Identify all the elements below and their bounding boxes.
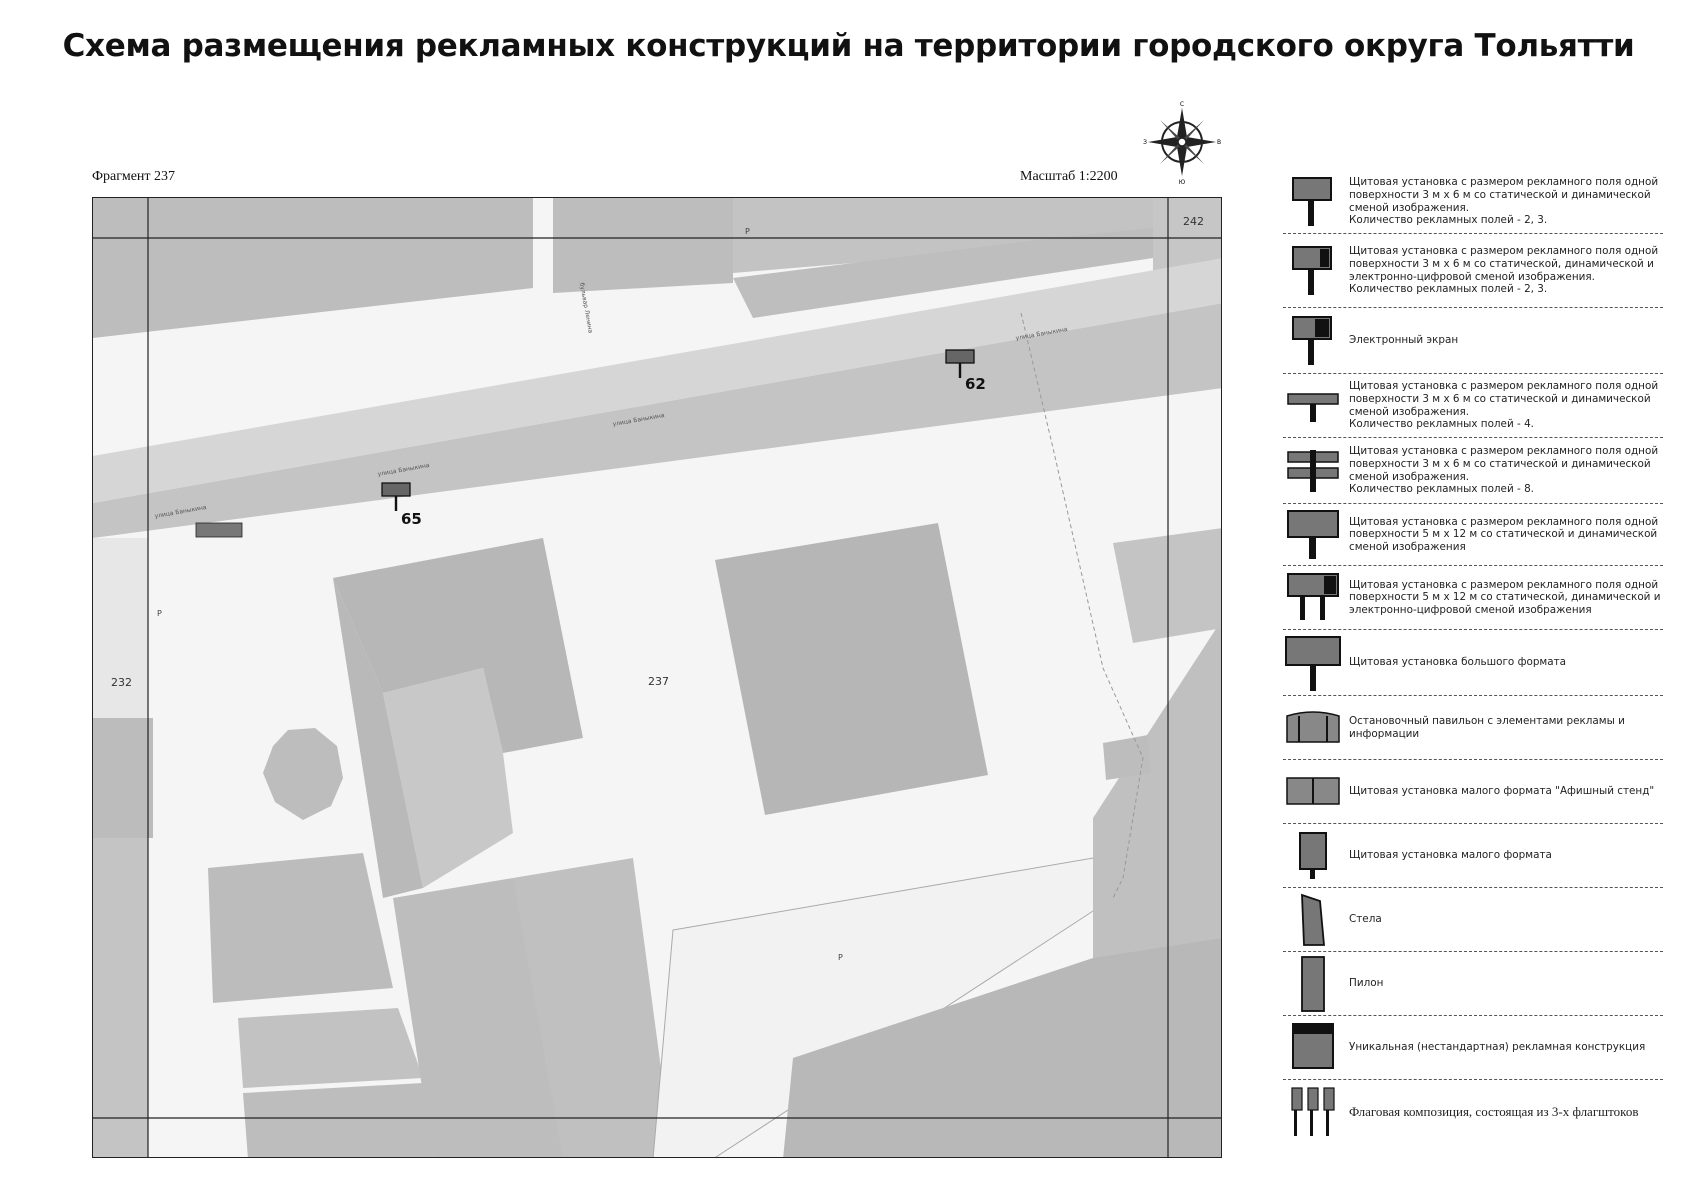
legend-item: Щитовая установка малого формата <box>1283 824 1663 888</box>
billboard-8-fields-icon <box>1287 449 1339 492</box>
legend-item: Щитовая установка большого формата <box>1283 630 1663 696</box>
parking-label-3: Р <box>745 227 750 236</box>
legend-text: Щитовая установка малого формата "Афишны… <box>1349 785 1655 798</box>
map-canvas[interactable]: 242 232 237 Р Р Р улица Баныкина улица Б… <box>92 197 1222 1158</box>
legend-item: Щитовая установка с размером рекламного … <box>1283 504 1663 566</box>
bus-stop-marker[interactable] <box>195 522 243 538</box>
legend-text: Пилон <box>1349 977 1384 990</box>
parking-label-2: Р <box>838 953 843 962</box>
legend-text: Щитовая установка малого формата <box>1349 849 1552 862</box>
compass-n: С <box>1180 101 1184 108</box>
legend-item: Щитовая установка с размером рекламного … <box>1283 234 1663 308</box>
legend-text: Щитовая установка с размером рекламного … <box>1349 245 1659 296</box>
billboard-3x6-digital-icon <box>1292 245 1332 295</box>
electronic-screen-icon <box>1292 315 1332 365</box>
legend-text: Щитовая установка с размером рекламного … <box>1349 515 1659 553</box>
scale-label: Масштаб 1:2200 <box>1020 169 1118 184</box>
legend-text: Остановочный павильон с элементами рекла… <box>1349 714 1625 740</box>
compass-e: В <box>1217 139 1221 146</box>
billboard-3x6-icon <box>1292 176 1332 226</box>
parking-label: Р <box>157 609 162 618</box>
compass-w: З <box>1143 139 1147 146</box>
legend: Щитовая установка с размером рекламного … <box>1283 170 1663 1142</box>
legend-item: Стела <box>1283 888 1663 952</box>
parcel-232: 232 <box>111 676 132 689</box>
legend-item: Пилон <box>1283 952 1663 1016</box>
legend-item: Остановочный павильон с элементами рекла… <box>1283 696 1663 760</box>
legend-text: Щитовая установка большого формата <box>1349 656 1567 669</box>
large-format-billboard-icon <box>1285 635 1341 691</box>
fragment-label: Фрагмент 237 <box>92 169 176 184</box>
map-title: Схема размещения рекламных конструкций н… <box>62 28 1635 64</box>
legend-text: Щитовая установка с размером рекламного … <box>1349 445 1659 496</box>
parcel-242: 242 <box>1183 215 1204 228</box>
billboard-5x12-icon <box>1287 509 1339 559</box>
unique-structure-icon <box>1292 1022 1334 1069</box>
legend-item: Щитовая установка с размером рекламного … <box>1283 438 1663 504</box>
marker-label-65: 65 <box>401 510 422 528</box>
billboard-5x12-digital-icon <box>1287 572 1339 620</box>
billboard-marker-65[interactable]: 65 <box>381 482 422 528</box>
legend-text: Стела <box>1349 913 1382 926</box>
legend-item: Щитовая установка малого формата "Афишны… <box>1283 760 1663 824</box>
legend-item: Щитовая установка с размером рекламного … <box>1283 374 1663 438</box>
marker-label-62: 62 <box>965 375 986 393</box>
legend-text: Щитовая установка с размером рекламного … <box>1349 380 1659 431</box>
legend-item: Флаговая композиция, состоящая из 3-х фл… <box>1283 1080 1663 1142</box>
stele-icon <box>1301 893 1325 946</box>
legend-item: Щитовая установка с размером рекламного … <box>1283 170 1663 234</box>
billboard-4-fields-icon <box>1287 392 1339 422</box>
pylon-icon <box>1301 955 1325 1012</box>
compass-rose-icon: С Ю В З <box>1143 101 1221 184</box>
compass-s: Ю <box>1179 179 1186 184</box>
legend-text: Электронный экран <box>1349 334 1459 347</box>
small-format-board-icon <box>1299 831 1327 879</box>
billboard-marker-62[interactable]: 62 <box>945 349 986 393</box>
legend-item: Уникальная (нестандартная) рекламная кон… <box>1283 1016 1663 1080</box>
legend-item: Электронный экран <box>1283 308 1663 374</box>
legend-text: Щитовая установка с размером рекламного … <box>1349 176 1659 227</box>
legend-text: Уникальная (нестандартная) рекламная кон… <box>1349 1041 1646 1054</box>
parcel-237: 237 <box>648 675 669 688</box>
flag-composition-icon <box>1291 1087 1335 1136</box>
legend-text: Щитовая установка с размером рекламного … <box>1349 578 1661 616</box>
bus-stop-pavilion-icon <box>1286 710 1340 743</box>
legend-text: Флаговая композиция, состоящая из 3-х фл… <box>1349 1103 1639 1119</box>
legend-item: Щитовая установка с размером рекламного … <box>1283 566 1663 630</box>
poster-stand-icon <box>1286 776 1340 805</box>
